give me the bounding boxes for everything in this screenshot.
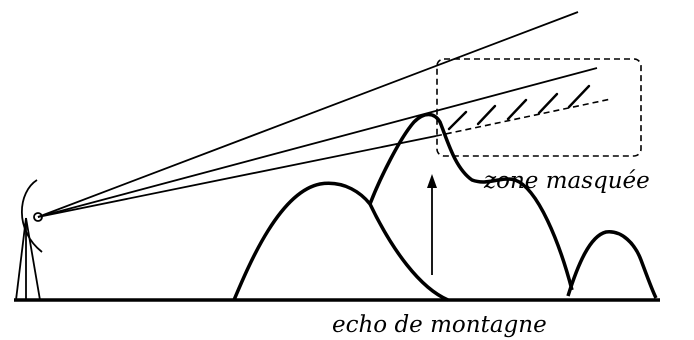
echo-de-montagne-label: echo de montagne — [332, 312, 547, 338]
radar-mast — [15, 217, 41, 301]
beam-ray-upper — [37, 11, 579, 218]
beam-ray-middle — [37, 67, 598, 218]
mountain-left — [232, 181, 449, 302]
beam-ray-lower — [37, 135, 437, 218]
masked-zone-box — [436, 58, 642, 157]
shadow-hatching — [447, 84, 591, 131]
echo-arrow-head — [427, 174, 437, 188]
radar-antenna-dish — [20, 179, 43, 253]
mountain-peak — [368, 112, 574, 291]
zone-masquee-label: zone masquée — [484, 168, 650, 194]
mountain-right — [566, 230, 658, 299]
